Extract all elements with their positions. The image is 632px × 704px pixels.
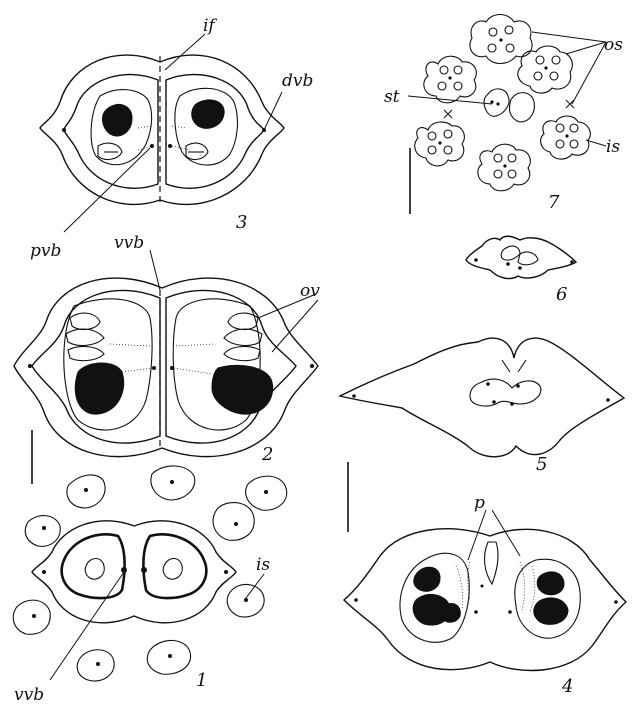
- panel-number-6: 6: [556, 284, 567, 305]
- panel-number-7: 7: [548, 192, 560, 213]
- label-vvb-bottom: vvb: [14, 685, 44, 704]
- label-st: st: [384, 87, 400, 107]
- section-4: [344, 510, 626, 670]
- label-dvb: dvb: [282, 71, 313, 91]
- panel-number-4: 4: [561, 676, 573, 697]
- panel-number-5: 5: [536, 454, 547, 475]
- label-pvb: pvb: [30, 241, 61, 261]
- label-p: p: [474, 493, 485, 513]
- section-5: [340, 338, 624, 457]
- panel-number-1: 1: [196, 670, 207, 691]
- label-is-bottom: is: [256, 555, 270, 575]
- panel-number-2: 2: [261, 444, 273, 465]
- section-3: [40, 34, 284, 232]
- label-os: os: [604, 35, 623, 55]
- section-1: [13, 466, 286, 681]
- section-6: [466, 236, 576, 278]
- label-if: if: [203, 16, 217, 36]
- label-vvb-top: vvb: [114, 233, 144, 253]
- panel-number-3: 3: [236, 212, 247, 233]
- section-7: [408, 15, 606, 215]
- label-is-top: is: [606, 137, 620, 157]
- section-2: [14, 250, 318, 457]
- label-ov: ov: [300, 281, 320, 301]
